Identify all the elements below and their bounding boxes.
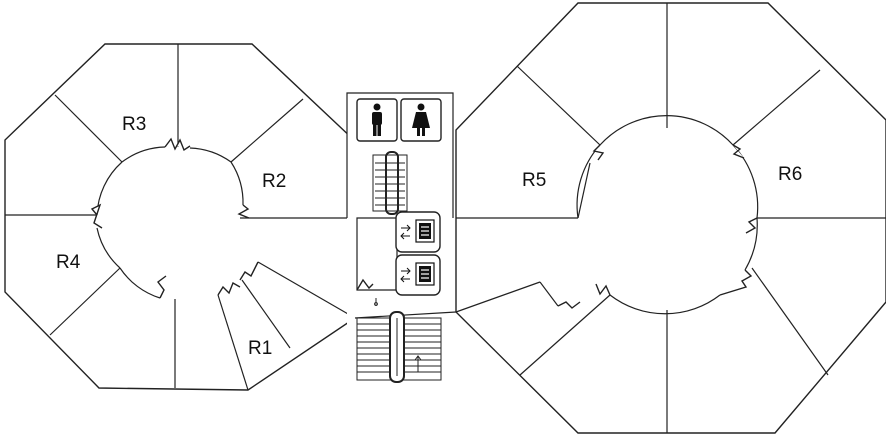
elevator-icon bbox=[395, 211, 441, 296]
door-r1 bbox=[217, 281, 241, 296]
door-r6c bbox=[719, 269, 753, 296]
room-label-r1: R1 bbox=[248, 338, 272, 359]
door-r4b bbox=[157, 275, 167, 299]
right-wing bbox=[455, 2, 886, 434]
room-label-r3: R3 bbox=[122, 114, 146, 135]
door-r3 bbox=[164, 137, 191, 152]
door-corridor bbox=[557, 301, 581, 309]
escalator-icon bbox=[372, 151, 408, 215]
door-core bbox=[356, 278, 374, 291]
stairs-icon bbox=[356, 298, 442, 383]
door-r4 bbox=[90, 203, 103, 229]
door-r2 bbox=[237, 204, 250, 219]
room-label-r4: R4 bbox=[56, 252, 81, 273]
door-r5b bbox=[595, 283, 611, 296]
door-r1b bbox=[239, 261, 259, 281]
central-core bbox=[346, 92, 457, 403]
door-r6 bbox=[732, 144, 745, 159]
door-r6b bbox=[745, 217, 758, 234]
room-label-r6: R6 bbox=[778, 164, 802, 185]
door-r5 bbox=[592, 144, 605, 161]
room-label-r5: R5 bbox=[522, 170, 546, 191]
left-wing bbox=[4, 43, 356, 391]
room-label-r2: R2 bbox=[262, 171, 286, 192]
